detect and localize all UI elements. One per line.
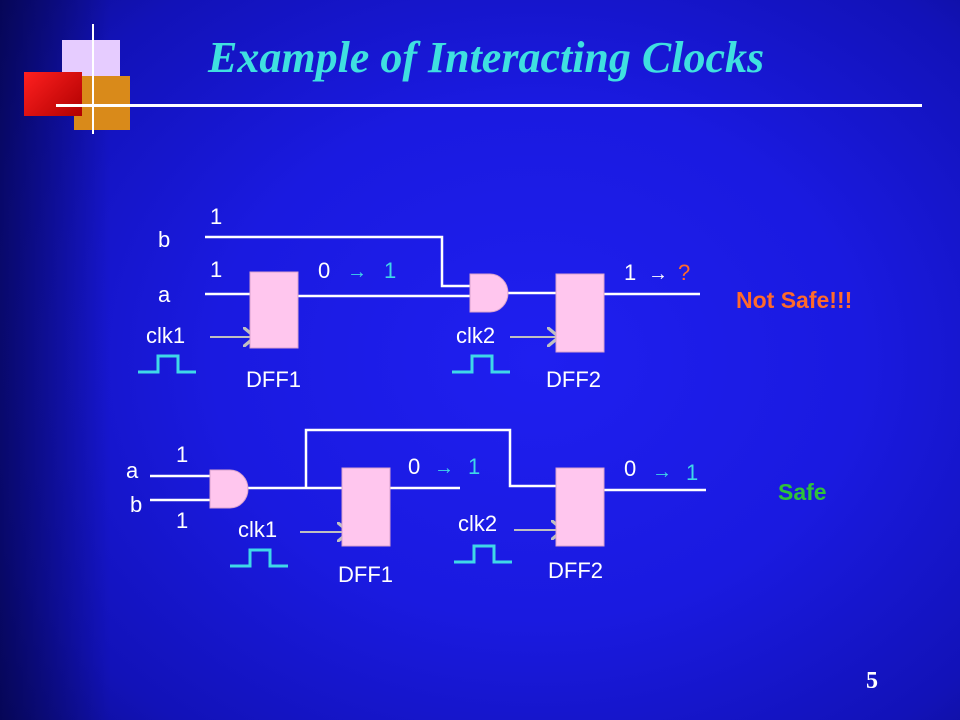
logo-square-orange <box>74 76 130 130</box>
bottom-a-label: a <box>126 458 139 483</box>
bottom-clk1-label: clk1 <box>238 517 277 542</box>
page-number: 5 <box>866 668 878 694</box>
top-clk2-pulse <box>452 354 510 374</box>
bottom-dff1-label: DFF1 <box>338 562 393 587</box>
top-dff2-box <box>555 273 605 353</box>
top-b-value: 1 <box>210 204 222 229</box>
bottom-dff1-arrow: → <box>434 457 454 479</box>
not-safe-label: Not Safe!!! <box>736 287 852 313</box>
top-dff2-out-from: 1 <box>624 260 636 285</box>
top-circuit: 1 b 1 a clk1 clk2 DFF1 DFF2 0 → 1 1 → ? … <box>138 204 852 392</box>
bottom-dff2-box <box>555 467 605 547</box>
bottom-dff2-arrow: → <box>652 461 672 483</box>
top-and-gate <box>469 273 509 313</box>
bottom-dff1-out-to: 1 <box>468 454 480 479</box>
slide-title: Example of Interacting Clocks <box>208 33 765 82</box>
top-clk2-label: clk2 <box>456 323 495 348</box>
bottom-b-label: b <box>130 492 142 517</box>
bottom-dff2-out-from: 0 <box>624 456 636 481</box>
bottom-dff2-label: DFF2 <box>548 558 603 583</box>
bottom-and-gate <box>209 469 249 509</box>
top-a-value: 1 <box>210 257 222 282</box>
logo-vertical-line <box>92 24 94 134</box>
top-dff1-arrow: → <box>347 261 367 283</box>
top-dff1-out-from: 0 <box>318 258 330 283</box>
bottom-circuit: 1 a b 1 clk1 clk2 DFF1 DFF2 0 → 1 0 → 1 … <box>126 428 827 587</box>
bottom-b-value: 1 <box>176 508 188 533</box>
bottom-dff1-box <box>341 467 391 547</box>
bottom-clk2-pulse <box>454 544 512 564</box>
top-dff2-label: DFF2 <box>546 367 601 392</box>
top-clk1-label: clk1 <box>146 323 185 348</box>
title-underline <box>56 104 922 107</box>
logo-square-red <box>24 72 82 116</box>
top-dff1-label: DFF1 <box>246 367 301 392</box>
safe-label: Safe <box>778 479 827 505</box>
bottom-a-value: 1 <box>176 442 188 467</box>
bottom-dff1-out-from: 0 <box>408 454 420 479</box>
top-dff2-arrow: → <box>648 263 668 285</box>
bottom-clk1-pulse <box>230 548 288 568</box>
top-dff2-out-to: ? <box>678 260 690 285</box>
top-dff1-box <box>249 271 299 349</box>
bottom-dff2-out-to: 1 <box>686 460 698 485</box>
bottom-wire-feedback <box>304 428 556 488</box>
top-clk1-pulse <box>138 354 196 374</box>
top-dff1-out-to: 1 <box>384 258 396 283</box>
bottom-clk2-label: clk2 <box>458 511 497 536</box>
top-wire-b <box>205 235 472 288</box>
top-a-label: a <box>158 282 171 307</box>
top-b-label: b <box>158 227 170 252</box>
